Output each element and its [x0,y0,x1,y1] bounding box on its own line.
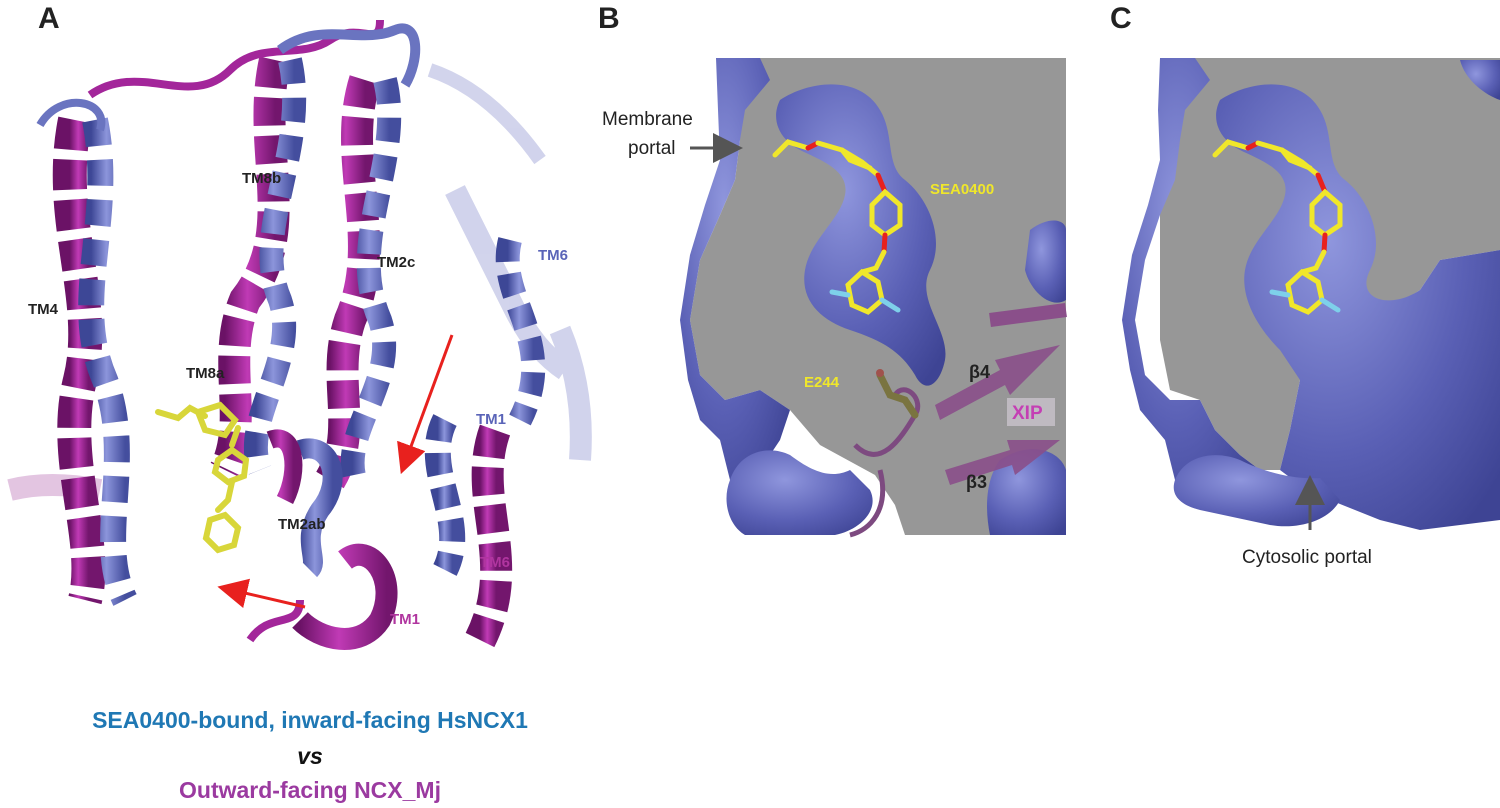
panel-a: A [7,2,592,650]
label-tm2c: TM2c [377,254,415,271]
caption-line-1: SEA0400-bound, inward-facing HsNCX1 [92,707,528,733]
arrow-inward-motion [397,334,454,475]
residue-e244-stick [876,371,919,419]
label-e244: E244 [804,374,840,391]
label-tm2ab: TM2ab [278,516,326,533]
membrane-portal-label-line2: portal [628,138,676,159]
label-tm1-magenta: TM1 [390,611,420,628]
panel-b: B [598,2,1067,538]
background-helices [7,63,592,501]
label-sea0400: SEA0400 [930,181,994,198]
beta-strand-b3 [945,440,1060,485]
label-tm4: TM4 [28,301,59,318]
protein-surface-bottom-right-b [987,449,1066,535]
membrane-portal-label-line1: Membrane [602,109,693,130]
protein-surface-topright-c [1460,60,1500,100]
protein-surface-bottom-b [726,450,873,535]
cytosolic-portal-label: Cytosolic portal [1242,547,1372,568]
helix-tm8 [210,56,307,478]
panel-c: C Cytosolic portal [1110,2,1500,568]
helix-tm2ab [266,429,343,578]
label-tm1-blue: TM1 [476,411,506,428]
protein-surface-left-c [1122,58,1260,500]
protein-surface-bottom-c [1173,455,1340,527]
binding-pocket-surface-b [776,84,946,386]
top-loops [36,19,421,643]
label-tm8a: TM8a [186,365,225,382]
ligand-sea0400-a [155,401,250,554]
helix-tm2c [315,75,402,489]
residue-e244-oxygen [876,369,884,377]
label-tm6-magenta: TM6 [480,554,510,571]
panel-a-letter: A [38,2,60,35]
helix-tm4 [52,116,137,606]
beta-strand-upper [989,303,1067,327]
label-beta3: β3 [966,472,987,492]
label-tm8b: TM8b [242,170,281,187]
beta-strand-b4 [935,345,1060,420]
label-tm6-blue: TM6 [538,247,568,264]
label-beta4: β4 [969,362,990,382]
ligand-sea0400-b [772,139,903,315]
caption-line-2: vs [297,743,323,769]
panel-b-letter: B [598,2,620,35]
caption-line-3: Outward-facing NCX_Mj [179,777,441,803]
panel-c-letter: C [1110,2,1132,35]
helix-tm1-tm6 [292,237,546,650]
ligand-sea0400-c [1212,139,1343,315]
label-xip: XIP [1012,403,1043,424]
arrow-outward-motion [217,578,306,609]
binding-pocket-surface-c [1216,84,1500,530]
protein-surface-right-b [1025,220,1066,303]
xip-label-box [1007,398,1055,426]
